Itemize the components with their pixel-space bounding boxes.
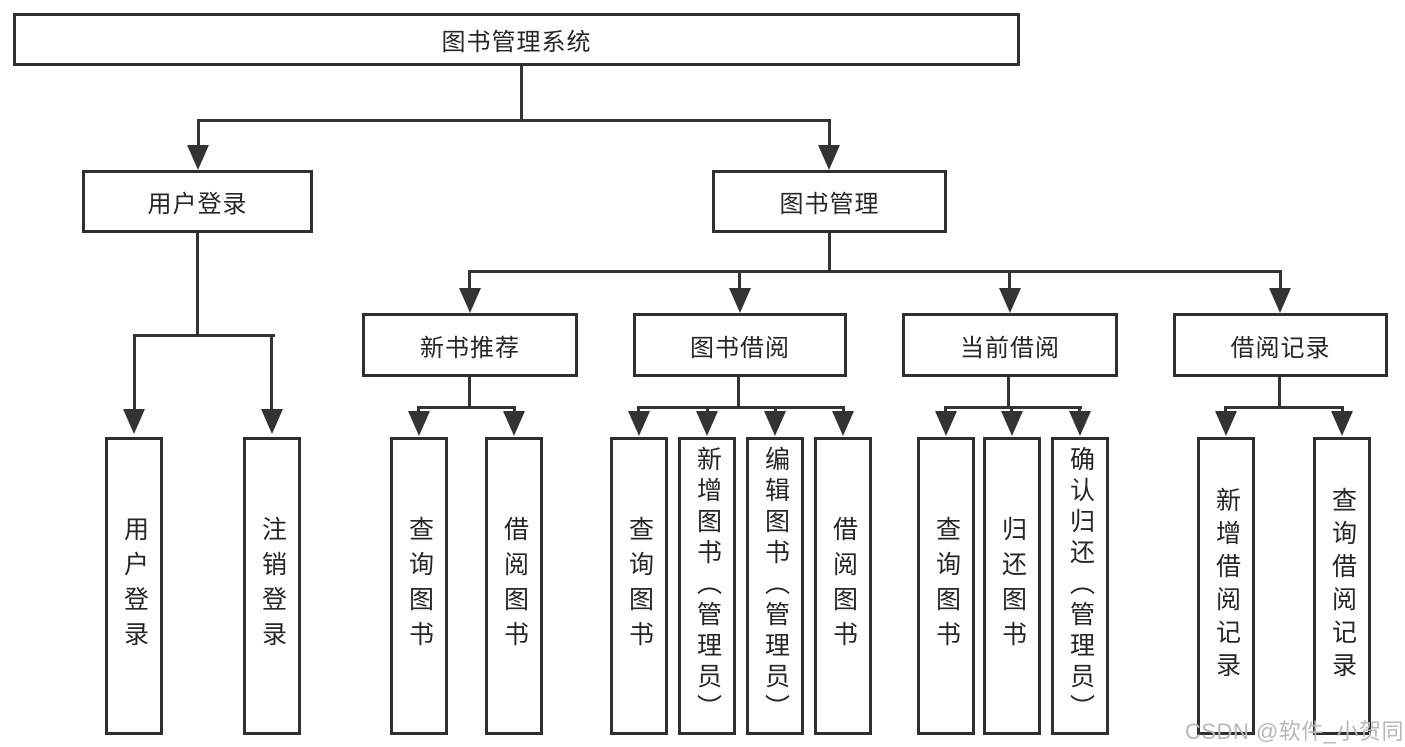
node-current-borrowing: 当前借阅 [902, 313, 1118, 377]
arrow-down [818, 145, 840, 170]
node-label: 新增借阅记录 [1212, 487, 1241, 685]
node-label: 图书管理系统 [441, 29, 592, 56]
node-label: 确认归还（管理员） [1066, 446, 1095, 725]
connector-line [1008, 270, 1011, 290]
leaf-confirm-return-admin: 确认归还（管理员） [1051, 437, 1109, 735]
node-label: 查询图书 [405, 516, 434, 656]
node-library-system: 图书管理系统 [13, 13, 1020, 66]
connector-line [270, 334, 273, 412]
arrow-down [999, 288, 1021, 313]
arrow-down [1069, 411, 1091, 436]
node-label: 新增图书（管理员） [693, 446, 722, 725]
connector-line [133, 334, 275, 337]
node-label: 借阅图书 [500, 516, 529, 656]
connector-line [197, 119, 200, 151]
connector-line [520, 66, 523, 122]
node-label: 图书管理 [779, 191, 880, 218]
connector-line [738, 270, 741, 290]
node-user-login: 用户登录 [82, 170, 313, 233]
leaf-logout: 注销登录 [243, 437, 301, 735]
leaf-query-books-recommend: 查询图书 [390, 437, 448, 735]
connector-line [842, 406, 845, 414]
node-label: 借阅记录 [1230, 334, 1331, 362]
connector-line [468, 270, 1282, 273]
connector-line [417, 406, 420, 414]
connector-line [1279, 270, 1282, 290]
connector-line [737, 377, 740, 409]
arrow-down [261, 409, 283, 434]
connector-line [828, 233, 831, 273]
node-book-management: 图书管理 [712, 170, 947, 233]
arrow-down [628, 411, 650, 436]
connector-line [1224, 406, 1227, 414]
leaf-query-borrow-record: 查询借阅记录 [1313, 437, 1371, 735]
arrow-down [1331, 411, 1353, 436]
connector-line [1341, 406, 1344, 414]
node-label: 用户登录 [120, 516, 149, 656]
connector-line [196, 233, 199, 337]
node-new-book-recommend: 新书推荐 [362, 313, 578, 377]
connector-line [513, 406, 516, 414]
leaf-borrow-books: 借阅图书 [814, 437, 872, 735]
node-label: 查询图书 [932, 516, 961, 656]
arrow-down [1269, 288, 1291, 313]
node-label: 借阅图书 [829, 516, 858, 656]
connector-line [1224, 406, 1344, 409]
node-label: 归还图书 [998, 516, 1027, 656]
node-label: 编辑图书（管理员） [761, 446, 790, 725]
leaf-add-borrow-record: 新增借阅记录 [1197, 437, 1255, 735]
leaf-query-books-borrowing: 查询图书 [610, 437, 668, 735]
connector-line [468, 377, 471, 409]
leaf-return-books: 归还图书 [983, 437, 1041, 735]
leaf-query-books-current: 查询图书 [917, 437, 975, 735]
node-label: 注销登录 [258, 516, 287, 656]
leaf-user-login: 用户登录 [105, 437, 163, 735]
connector-line [1007, 377, 1010, 409]
connector-line [637, 406, 640, 414]
connector-line [417, 406, 516, 409]
arrow-down [696, 411, 718, 436]
connector-line [133, 334, 136, 412]
leaf-edit-books-admin: 编辑图书（管理员） [746, 437, 804, 735]
node-borrowing-records: 借阅记录 [1173, 313, 1388, 377]
connector-line [1078, 406, 1081, 414]
arrow-down [764, 411, 786, 436]
connector-line [468, 270, 471, 290]
node-label: 图书借阅 [690, 334, 790, 362]
connector-line [706, 406, 709, 414]
arrow-down [832, 411, 854, 436]
node-label: 查询图书 [625, 516, 654, 656]
arrow-down [1215, 411, 1237, 436]
leaf-borrow-books-recommend: 借阅图书 [485, 437, 543, 735]
connector-line [1278, 377, 1281, 409]
connector-line [637, 406, 845, 409]
connector-line [774, 406, 777, 414]
arrow-down [503, 411, 525, 436]
node-label: 用户登录 [147, 191, 248, 218]
arrow-down [935, 411, 957, 436]
connector-line [944, 406, 1082, 409]
arrow-down [187, 145, 209, 170]
node-label: 查询借阅记录 [1328, 487, 1357, 685]
connector-line [828, 119, 831, 151]
arrow-down [408, 411, 430, 436]
connector-line [197, 119, 831, 122]
connector-line [944, 406, 947, 414]
node-label: 新书推荐 [420, 334, 520, 362]
arrow-down [123, 409, 145, 434]
arrow-down [729, 288, 751, 313]
node-label: 当前借阅 [960, 334, 1060, 362]
arrow-down [1001, 411, 1023, 436]
leaf-add-books-admin: 新增图书（管理员） [678, 437, 736, 735]
node-book-borrowing: 图书借阅 [633, 313, 847, 377]
arrow-down [459, 288, 481, 313]
csdn-watermark: CSDN @软件_小贺同学 [1185, 719, 1405, 744]
connector-line [1010, 406, 1013, 414]
